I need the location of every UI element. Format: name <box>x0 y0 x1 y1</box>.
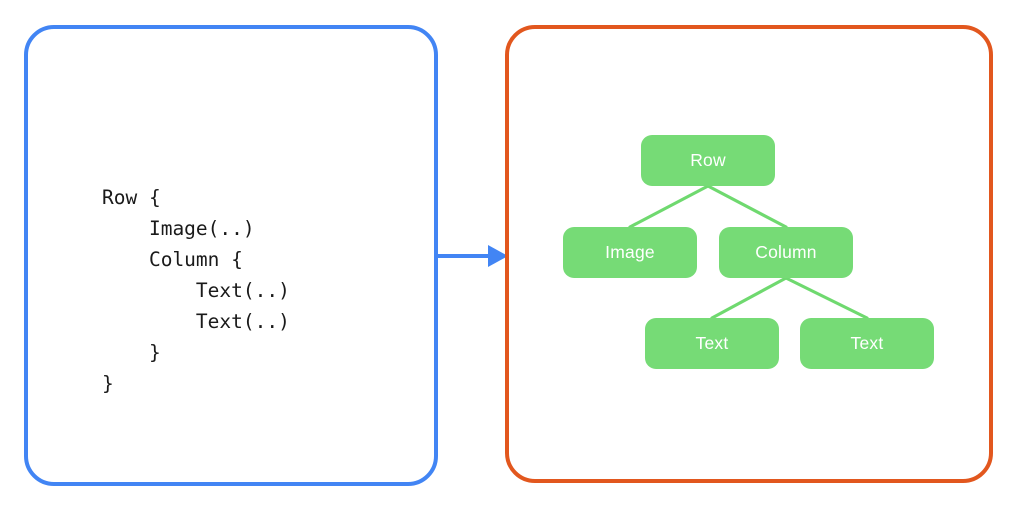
tree-node-text-1[interactable]: Text <box>645 318 779 369</box>
tree-node-row[interactable]: Row <box>641 135 775 186</box>
tree-node-row-label: Row <box>690 149 726 170</box>
tree-node-column-label: Column <box>755 241 817 262</box>
code-snippet: Row { Image(..) Column { Text(..) Text(.… <box>102 186 290 395</box>
tree-node-text-2-label: Text <box>850 332 884 353</box>
tree-node-image-label: Image <box>605 241 655 262</box>
tree-node-text-2[interactable]: Text <box>800 318 934 369</box>
tree-node-column[interactable]: Column <box>719 227 853 278</box>
tree-node-text-1-label: Text <box>695 332 729 353</box>
arrow-head <box>488 245 508 267</box>
composition-tree: Row Image Column Text Text <box>505 25 993 483</box>
tree-node-image[interactable]: Image <box>563 227 697 278</box>
code-panel: Row { Image(..) Column { Text(..) Text(.… <box>24 25 438 486</box>
transform-arrow-icon <box>436 245 508 267</box>
